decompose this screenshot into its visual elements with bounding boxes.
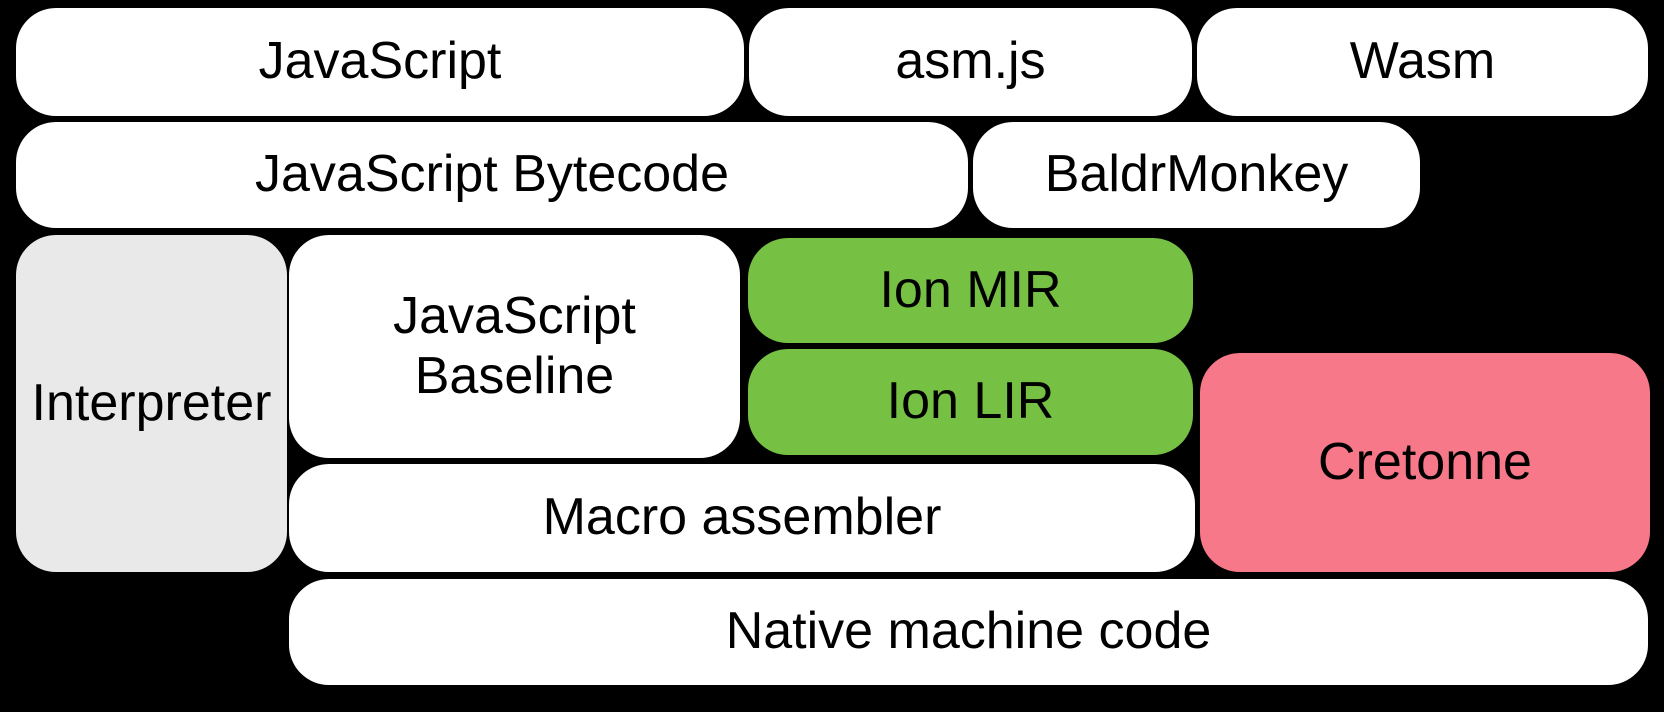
javascript-baseline-label: JavaScript Baseline [393,287,636,407]
box-ion-lir: Ion LIR [748,349,1193,455]
javascript-baseline-label-line2: Baseline [414,346,615,405]
box-baldrmonkey: BaldrMonkey [973,122,1420,228]
box-asm-js: asm.js [749,8,1192,116]
box-wasm: Wasm [1197,8,1648,116]
javascript-baseline-label-line1: JavaScript [393,286,636,345]
box-javascript-baseline: JavaScript Baseline [289,235,740,458]
box-javascript-bytecode: JavaScript Bytecode [16,122,968,228]
box-javascript: JavaScript [16,8,744,116]
box-macro-assembler: Macro assembler [289,464,1195,572]
box-ion-mir: Ion MIR [748,238,1193,343]
box-cretonne: Cretonne [1200,353,1650,572]
box-native-machine-code: Native machine code [289,579,1648,685]
box-interpreter: Interpreter [16,235,287,572]
